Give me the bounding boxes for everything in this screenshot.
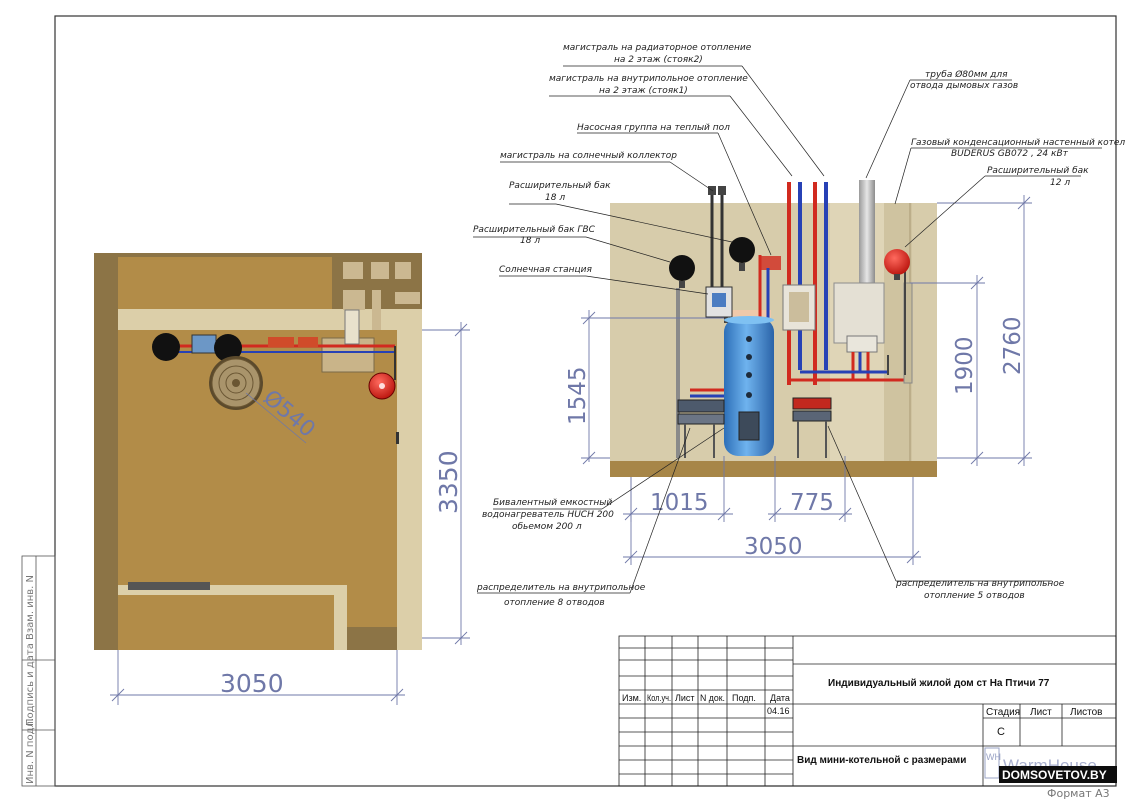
callout-exp-tank-12-line1: Расширительный бак — [987, 166, 1089, 176]
title-block-headers: Изм. Кол.уч. Лист N док. Подп. Дата 04.1… — [622, 693, 790, 716]
plan-height-dim: 3350 — [434, 450, 463, 514]
side-stamp-podp-data: Подпись и дата — [25, 643, 36, 726]
callout-pump-group: Насосная группа на теплый пол — [577, 123, 730, 133]
distributor-5-shape — [792, 397, 832, 458]
tb-header-n-dok: N док. — [700, 693, 725, 703]
callout-bivalent-line1: Бивалентный емкостный — [493, 498, 612, 508]
elevation-bottom-right-dim: 775 — [790, 490, 834, 516]
callout-bivalent-line3: обьемом 200 л — [512, 522, 582, 532]
boiler-ports — [746, 336, 752, 398]
elevation-right-height-dim-1: 1900 — [952, 336, 978, 395]
title-block — [618, 635, 1117, 787]
elevation-right-height-dim-2: 2760 — [1000, 316, 1026, 375]
elevation-left-height-dim: 1545 — [565, 366, 591, 425]
callout-distributor-5-line2: отопление 5 отводов — [924, 591, 1025, 601]
elevation-width-dim: 3050 — [744, 534, 803, 560]
tb-header-data: Дата — [770, 693, 790, 703]
side-stamp-vzam-inv: Взам. инв. N — [25, 575, 36, 640]
callout-exp-tank-18-line2: 18 л — [545, 193, 565, 203]
callout-radiator-main-line2: на 2 этаж (стояк2) — [614, 55, 703, 65]
project-title: Индивидуальный жилой дом ст На Птичи 77 — [828, 678, 1050, 689]
plan-dimensions — [110, 322, 470, 705]
callout-floor-main-line2: на 2 этаж (стояк1) — [599, 86, 688, 96]
format-label: Формат А3 — [1047, 787, 1110, 800]
side-stamp-inv-podl: Инв. N подл. — [25, 718, 36, 784]
callout-flue-line2: отвода дымовых газов — [910, 81, 1018, 91]
callout-gas-boiler-line2: BUDERUS GB072 , 24 кВт — [951, 149, 1069, 159]
callout-gas-boiler-line1: Газовый конденсационный настенный котел — [911, 138, 1125, 148]
sheet-frame — [54, 15, 1117, 787]
callout-exp-tank-12-line2: 12 л — [1050, 178, 1070, 188]
callout-floor-main-line1: магистраль на внутрипольное отопление — [549, 74, 748, 84]
callout-distributor-8-line2: отопление 8 отводов — [504, 598, 605, 608]
tb-header-kol-uch: Кол.уч. — [647, 693, 671, 703]
tb-header-podp: Подп. — [732, 693, 756, 703]
riser-pipes — [787, 182, 828, 385]
plan-width-dim: 3050 — [220, 669, 284, 698]
sheet-label: Лист — [1030, 707, 1052, 718]
watermark-box — [999, 766, 1117, 783]
callout-radiator-main-line1: магистраль на радиаторное отопление — [563, 43, 752, 53]
callout-flue-line1: труба Ø80мм для — [925, 69, 1008, 80]
tb-header-izm: Изм. — [622, 693, 641, 703]
callout-exp-tank-gvs-line2: 18 л — [520, 236, 540, 246]
callout-distributor-8-line1: распределитель на внутрипольное — [476, 583, 646, 593]
stage-label: Стадия — [986, 707, 1020, 718]
distributor-8-shape — [677, 399, 725, 458]
callout-exp-tank-gvs-line1: Расширительный бак ГВС — [473, 225, 596, 235]
stage-value: С — [997, 726, 1005, 738]
callout-exp-tank-18-line1: Расширительный бак — [509, 181, 611, 191]
callout-bivalent-line2: водонагреватель HUCH 200 — [482, 510, 614, 520]
elevation-bottom-left-dim: 1015 — [650, 490, 709, 516]
plan-view: Ø540 — [94, 253, 422, 650]
callout-distributor-5-line1: распределитель на внутрипольное — [895, 579, 1065, 589]
callout-solar-main: магистраль на солнечный коллектор — [500, 151, 677, 161]
tb-header-list: Лист — [675, 693, 695, 703]
tb-date: 04.16 — [767, 706, 790, 716]
elevation-dimensions — [581, 195, 1032, 565]
callout-leaders — [473, 65, 1102, 594]
callouts: магистраль на радиаторное отопление на 2… — [473, 43, 1125, 608]
sheet-title: Вид мини-котельной с размерами — [797, 755, 966, 766]
watermark: DOMSOVETOV.BY — [1002, 768, 1107, 782]
logo-mark: WH — [986, 752, 1001, 762]
elevation-view — [610, 180, 937, 477]
callout-solar-station: Солнечная станция — [499, 265, 593, 275]
side-stamp: Инв. N подл. Подпись и дата Взам. инв. N — [21, 555, 56, 787]
sheets-label: Листов — [1070, 707, 1103, 718]
